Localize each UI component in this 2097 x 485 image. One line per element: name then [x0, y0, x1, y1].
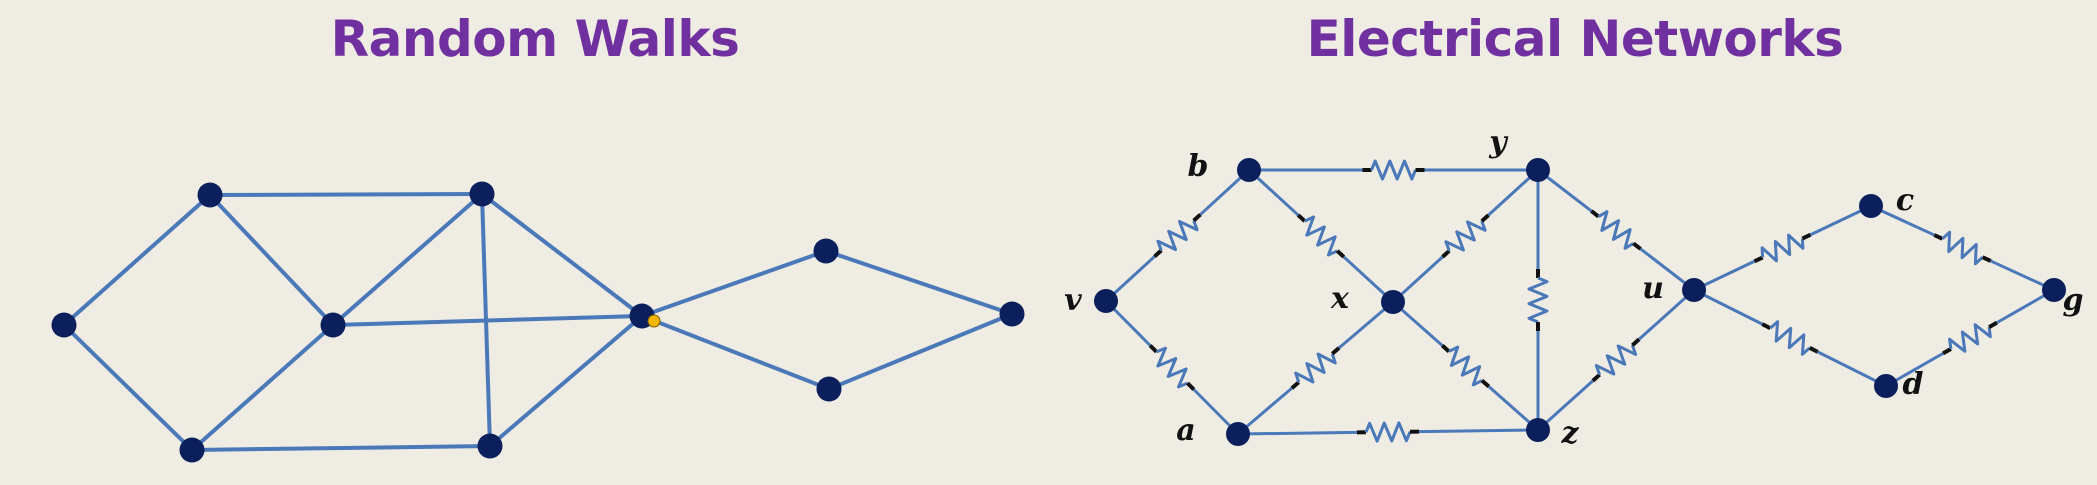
random-walk-edge-n4-n5: [331, 192, 484, 327]
random-walk-edge-n6-n7: [488, 314, 644, 448]
electrical-network-nodes: [1094, 158, 2066, 446]
random-walk-node-n4: [469, 181, 495, 207]
random-walk-edge-n3-n5: [190, 323, 335, 452]
network-node-a: [1226, 422, 1250, 446]
random-walk-node-n2: [197, 182, 223, 208]
network-node-b: [1237, 158, 1261, 182]
random-walk-node-n6: [477, 433, 503, 459]
resistor-a-z: [1237, 421, 1539, 443]
random-walk-edge-n7-n9: [641, 314, 830, 391]
walker-dot: [647, 314, 661, 328]
network-node-label-x: x: [1330, 281, 1350, 316]
resistor-x-y: [1391, 168, 1540, 304]
random-walk-edge-n1-n3: [62, 323, 194, 452]
resistor-y-u: [1537, 168, 1695, 292]
network-node-c: [1859, 194, 1883, 218]
random-walk-edge-n2-n5: [208, 193, 335, 327]
random-walk-edge-n4-n7: [480, 192, 644, 318]
random-walk-edge-n7-n8: [641, 249, 827, 318]
network-node-label-c: c: [1896, 183, 1914, 218]
network-node-y: [1526, 158, 1550, 182]
electrical-networks-title: Electrical Networks: [1306, 10, 1844, 68]
random-walk-node-n1: [51, 312, 77, 338]
resistor-x-z: [1392, 300, 1539, 432]
random-walk-node-n5: [320, 312, 346, 338]
network-node-label-a: a: [1176, 413, 1195, 448]
electrical-network-resistors: [1104, 159, 2055, 443]
resistor-u-c: [1693, 204, 1872, 292]
random-walks-title: Random Walks: [330, 10, 740, 68]
resistor-y-z: [1527, 170, 1549, 430]
network-node-label-v: v: [1064, 283, 1082, 318]
network-node-label-z: z: [1560, 416, 1579, 451]
resistor-v-a: [1104, 299, 1240, 436]
electrical-network-labels: v b a x y z u c d g: [1064, 125, 2083, 451]
network-node-v: [1094, 289, 1118, 313]
resistor-b-x: [1247, 168, 1395, 304]
random-walk-edge-n1-n2: [62, 193, 212, 327]
network-node-label-u: u: [1642, 271, 1664, 306]
resistor-v-b: [1104, 168, 1251, 303]
random-walk-edge-n3-n6: [191, 444, 491, 452]
random-walk-node-n8: [813, 238, 839, 264]
random-walk-edges: [62, 192, 1013, 452]
random-walk-node-n3: [179, 437, 205, 463]
network-node-g: [2042, 278, 2066, 302]
network-node-label-d: d: [1903, 367, 1924, 402]
random-walk-nodes: [51, 181, 1025, 463]
resistor-z-u: [1536, 288, 1696, 432]
network-node-z: [1526, 418, 1550, 442]
resistor-b-y: [1249, 159, 1538, 181]
network-node-d: [1874, 374, 1898, 398]
network-node-x: [1381, 290, 1405, 314]
random-walk-node-n9: [816, 376, 842, 402]
network-node-label-y: y: [1488, 125, 1509, 160]
resistor-a-x: [1237, 300, 1394, 436]
random-walk-node-n10: [999, 301, 1025, 327]
network-node-label-g: g: [2063, 283, 2084, 318]
network-node-u: [1682, 278, 1706, 302]
resistor-u-d: [1693, 288, 1887, 388]
random-walk-edge-n8-n10: [825, 249, 1013, 316]
network-node-label-b: b: [1188, 149, 1209, 184]
random-walk-edge-n9-n10: [828, 312, 1013, 391]
random-walk-edge-n2-n4: [209, 192, 483, 197]
random-walk-edge-n5-n7: [332, 314, 643, 327]
